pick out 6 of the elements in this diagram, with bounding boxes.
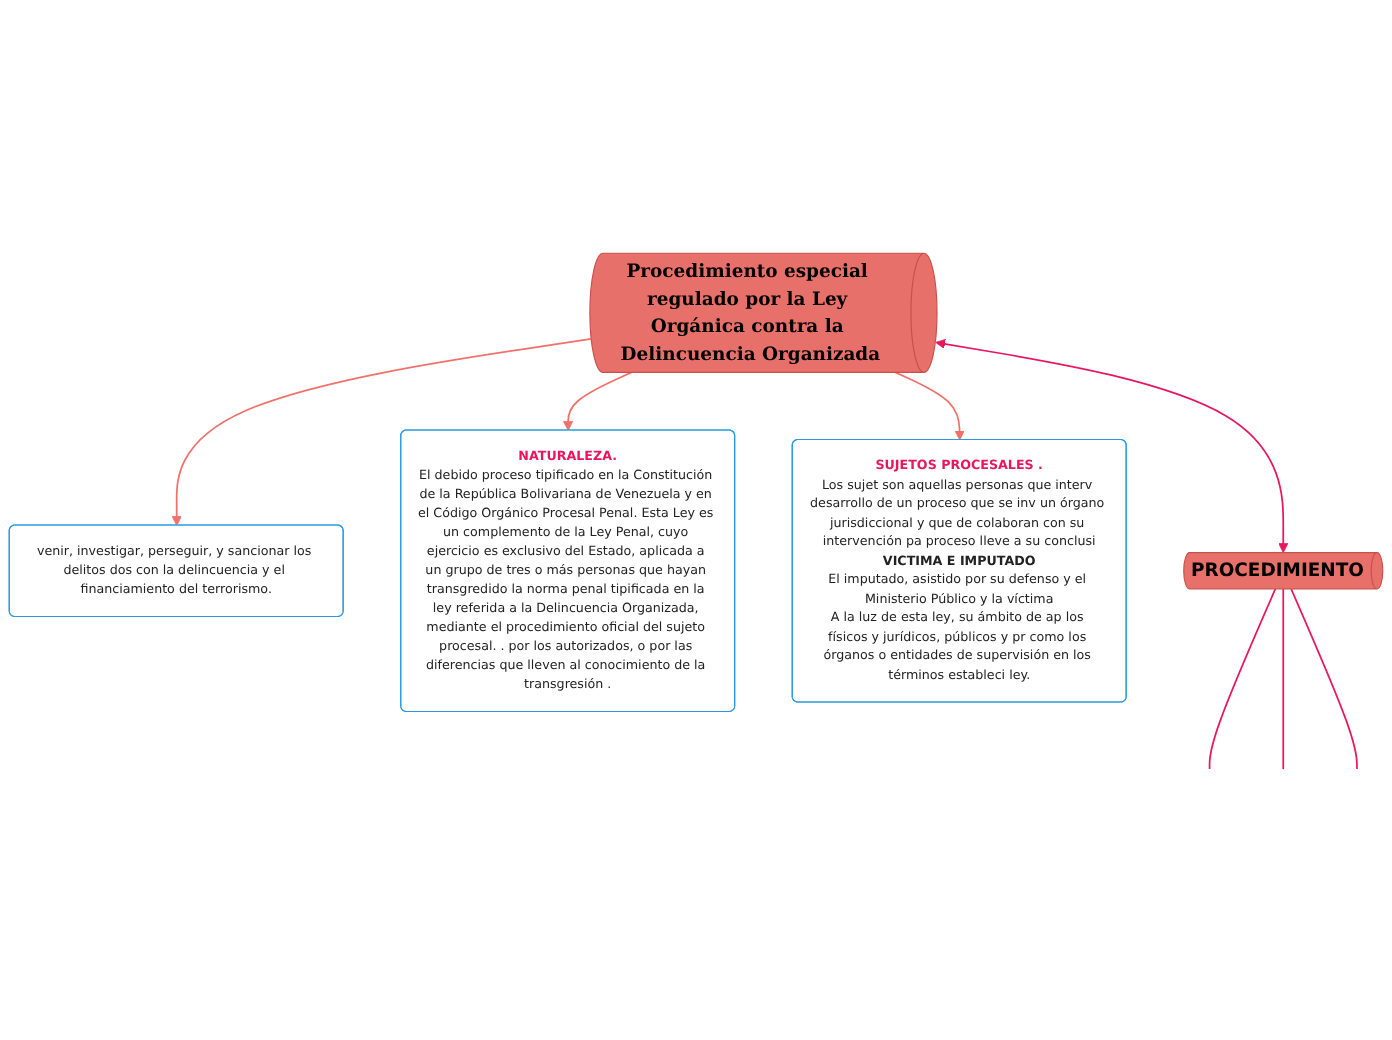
- arrow: [171, 338, 593, 527]
- arrow: [894, 372, 965, 442]
- topic-cylinder: PROCEDIMIENTO: [1183, 552, 1384, 591]
- arrow: [563, 372, 633, 432]
- topic-cylinder: Procedimiento especial regulado por la Ley Orgánica contra la Delincuencia Organizada: [589, 253, 938, 374]
- arrow: [935, 339, 1289, 554]
